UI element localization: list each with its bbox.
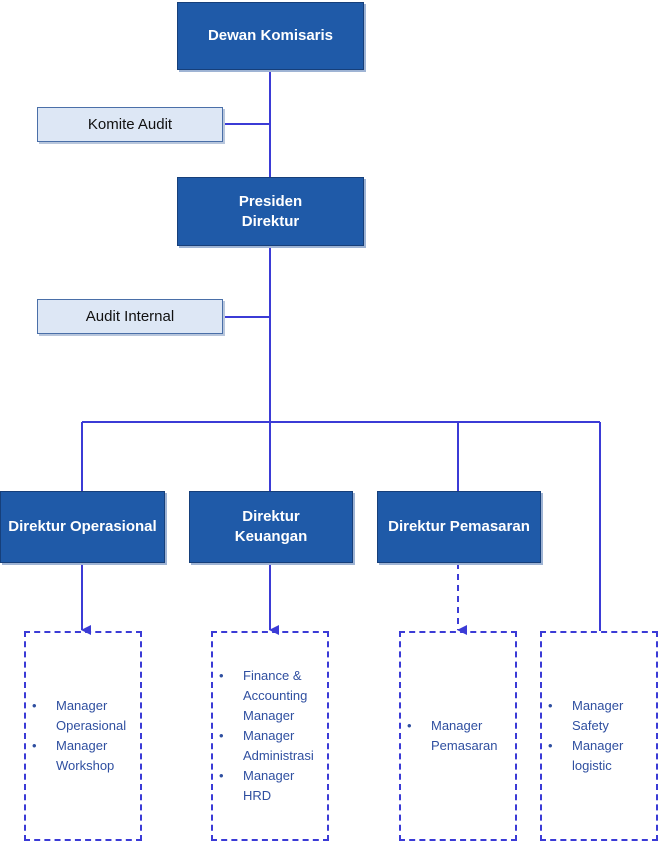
keuangan-managers-box: • Finance & Accounting Manager • Manager… (211, 631, 329, 841)
direktur-pemasaran-label: Direktur Pemasaran (388, 518, 530, 535)
list-item: • Manager HRD (219, 768, 295, 803)
bullet-icon: • (219, 768, 224, 783)
bullet-icon: • (32, 698, 37, 713)
dewan-komisaris-label: Dewan Komisaris (207, 27, 334, 44)
direktur-keuangan-box: Direktur Keuangan (189, 491, 353, 563)
direktur-pemasaran-box: Direktur Pemasaran (377, 491, 541, 563)
direktur-keuangan-line-1: Direktur (242, 508, 300, 525)
bullet-icon: • (407, 718, 412, 733)
list-item: • Manager Operasional (32, 698, 127, 733)
operasional-managers-box: • Manager Operasional • Manager Workshop (24, 631, 142, 841)
direktur-operasional-label: Direktur Operasional (8, 518, 157, 535)
safety-logistic-managers-box: • Manager Safety • Manager logistic (540, 631, 658, 841)
list-item: • Finance & Accounting Manager (219, 668, 308, 723)
direktur-keuangan-line-2: Keuangan (234, 528, 308, 545)
list-item: • Manager Pemasaran (407, 718, 498, 753)
presiden-direktur-box: Presiden Direktur (177, 177, 364, 246)
pemasaran-managers-box: • Manager Pemasaran (399, 631, 517, 841)
operasional-managers-list: • Manager Operasional • Manager Workshop (26, 696, 140, 776)
pemasaran-managers-list: • Manager Pemasaran (401, 716, 515, 756)
safety-logistic-managers-list: • Manager Safety • Manager logistic (542, 696, 656, 776)
list-item: • Manager Safety (548, 698, 624, 733)
dewan-komisaris-box: Dewan Komisaris (177, 2, 364, 70)
list-item: • Manager Workshop (32, 738, 115, 773)
presiden-direktur-line-1: Presiden (238, 192, 303, 210)
direktur-operasional-box: Direktur Operasional (0, 491, 165, 563)
keuangan-managers-list: • Finance & Accounting Manager • Manager… (213, 666, 327, 806)
audit-internal-label: Audit Internal (85, 308, 175, 325)
presiden-direktur-line-2: Direktur (241, 212, 300, 230)
komite-audit-box: Komite Audit (37, 107, 223, 142)
list-item: • Manager logistic (548, 738, 624, 773)
komite-audit-label: Komite Audit (87, 116, 173, 133)
list-item: • Manager Administrasi (219, 728, 314, 763)
bullet-icon: • (219, 668, 224, 683)
bullet-icon: • (32, 738, 37, 753)
bullet-icon: • (548, 698, 553, 713)
audit-internal-box: Audit Internal (37, 299, 223, 334)
bullet-icon: • (548, 738, 553, 753)
bullet-icon: • (219, 728, 224, 743)
